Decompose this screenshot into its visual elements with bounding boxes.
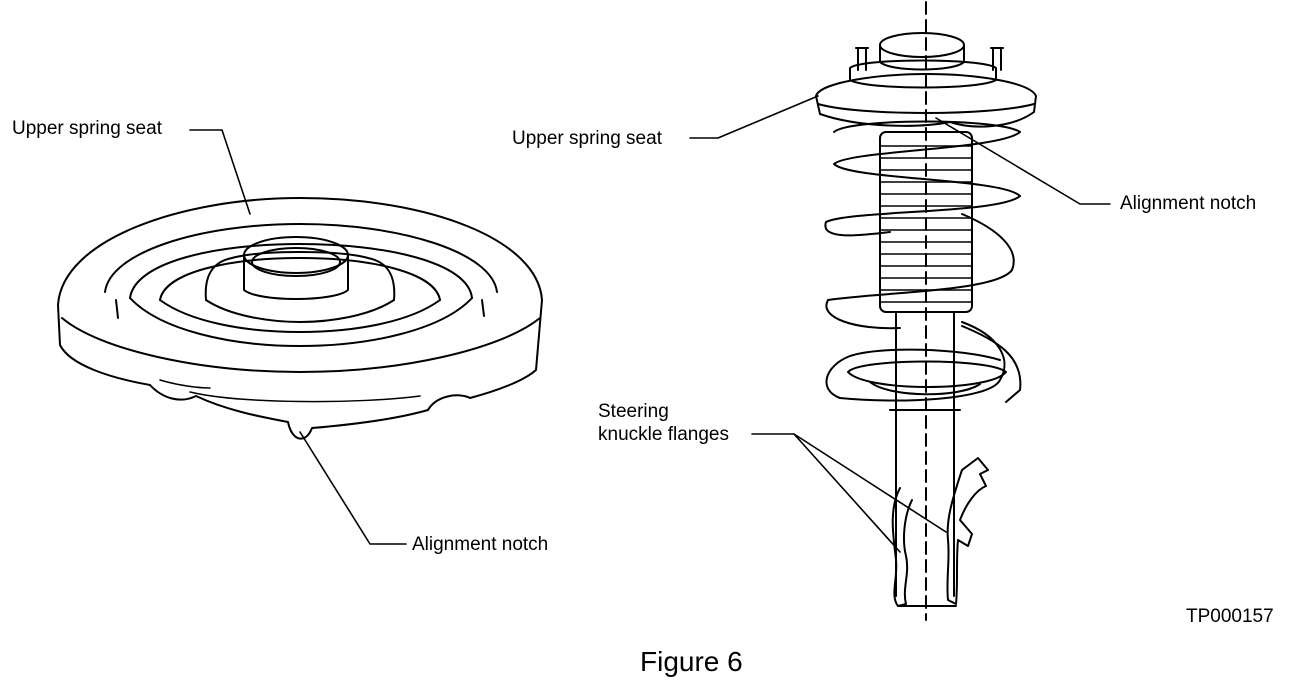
leader-lines-right — [689, 95, 1111, 553]
upper-spring-seat-illustration — [57, 197, 543, 440]
left-upper-spring-seat-label: Upper spring seat — [12, 118, 162, 139]
leader-lines-left — [189, 129, 407, 545]
figure-code-label: TP000157 — [1186, 606, 1274, 627]
right-alignment-notch-label: Alignment notch — [1120, 193, 1257, 214]
right-upper-spring-seat-label: Upper spring seat — [512, 128, 662, 149]
figure-caption: Figure 6 — [640, 646, 743, 677]
left-alignment-notch-label: Alignment notch — [412, 534, 549, 555]
steering-knuckle-label-line2: knuckle flanges — [598, 424, 729, 445]
steering-knuckle-label-line1: Steering — [598, 401, 669, 422]
